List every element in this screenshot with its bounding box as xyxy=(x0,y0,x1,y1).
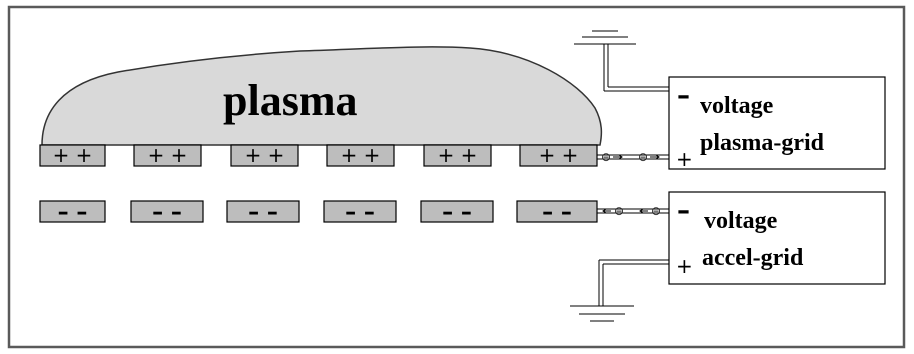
arrow-left-icon xyxy=(602,208,611,214)
plasma-grid-row: + + + + + + + + + + + + xyxy=(39,143,598,167)
positive-terminal: + xyxy=(676,147,693,171)
plasma-label: plasma xyxy=(223,76,357,125)
negative-terminal: – xyxy=(677,196,690,226)
accel-grid-wire: ⊖ ⊖ xyxy=(597,204,672,218)
plasma-grid-sign: + + xyxy=(245,143,285,167)
plasma-grid-segment xyxy=(133,144,202,167)
supply-label-line2: accel-grid xyxy=(702,245,804,271)
accel-grid-segment xyxy=(323,200,397,223)
plasma-grid-sign: + + xyxy=(539,143,579,167)
power-supply-box xyxy=(668,76,886,170)
accel-grid-sign: – – xyxy=(542,200,572,225)
accel-grid-sign: – – xyxy=(58,200,88,225)
accel-grid-row: – – – – – – – – – – – – xyxy=(39,200,598,225)
accel-grid-sign: – – xyxy=(442,200,472,225)
electron-symbol: ⊖ xyxy=(638,150,648,164)
accel-grid-segment xyxy=(226,200,300,223)
plasma-grid-segment xyxy=(326,144,395,167)
accel-grid-segment xyxy=(130,200,204,223)
electron-symbol: ⊖ xyxy=(614,204,624,218)
arrow-right-icon xyxy=(650,154,660,160)
arrow-left-icon xyxy=(639,208,648,214)
supply-label-line1: voltage xyxy=(700,93,774,119)
plasma-grid-segment xyxy=(230,144,299,167)
accel-grid-segment xyxy=(39,200,106,223)
accel-grid-segment xyxy=(420,200,494,223)
supply-label-line2: plasma-grid xyxy=(700,130,825,156)
plasma-grid-sign: + + xyxy=(148,143,188,167)
power-supply-plasma-grid: – + voltage plasma-grid xyxy=(668,76,886,171)
accel-grid-sign: – – xyxy=(248,200,278,225)
plasma-grid-sign: + + xyxy=(438,143,478,167)
accel-grid-sign: – – xyxy=(345,200,375,225)
plasma-grid-segment xyxy=(423,144,492,167)
power-supply-box xyxy=(668,191,886,285)
electron-symbol: ⊖ xyxy=(601,150,611,164)
ground-bottom xyxy=(570,259,672,322)
plasma-grid-sign: + + xyxy=(341,143,381,167)
accel-grid-segment xyxy=(516,200,598,223)
electron-symbol: ⊖ xyxy=(651,204,661,218)
plasma-grid-wire: ⊖ ⊖ xyxy=(597,150,672,164)
negative-terminal: – xyxy=(677,81,690,111)
arrow-right-icon xyxy=(613,154,623,160)
plasma-grid-segment xyxy=(39,144,106,167)
power-supply-accel-grid: – + voltage accel-grid xyxy=(668,191,886,285)
accel-grid-sign: – – xyxy=(152,200,182,225)
positive-terminal: + xyxy=(676,254,693,278)
plasma-region xyxy=(41,46,603,146)
plasma-grid-sign: + + xyxy=(53,143,93,167)
ground-top xyxy=(574,30,672,92)
supply-label-line1: voltage xyxy=(704,208,778,234)
